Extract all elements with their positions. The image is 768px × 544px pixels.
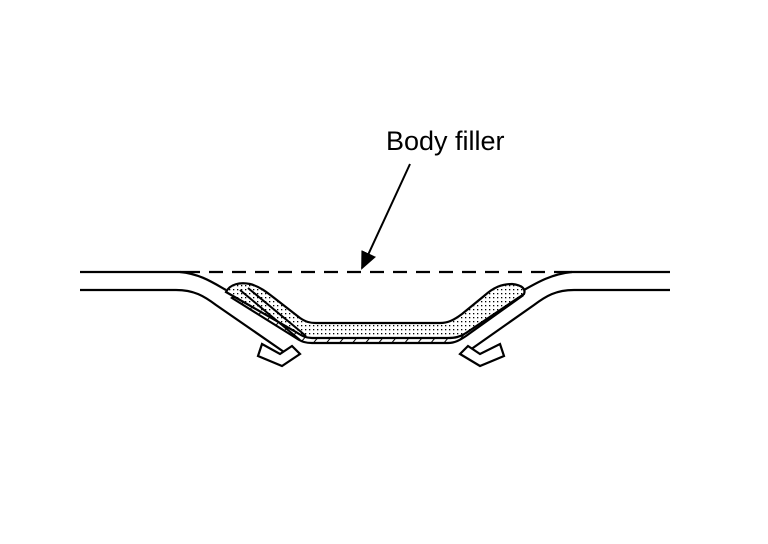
- inner-surface-left: [80, 288, 285, 353]
- inner-surface-right: [469, 288, 670, 351]
- left-skin-flap: [239, 287, 307, 341]
- body-filler-region: [224, 282, 526, 340]
- skin-left-slope: [179, 270, 227, 291]
- skin-right-slope: [523, 270, 573, 291]
- right-clip: [458, 342, 506, 368]
- body-filler-label: Body filler: [386, 126, 505, 156]
- left-clip: [256, 342, 302, 368]
- leader-arrow: [361, 163, 411, 270]
